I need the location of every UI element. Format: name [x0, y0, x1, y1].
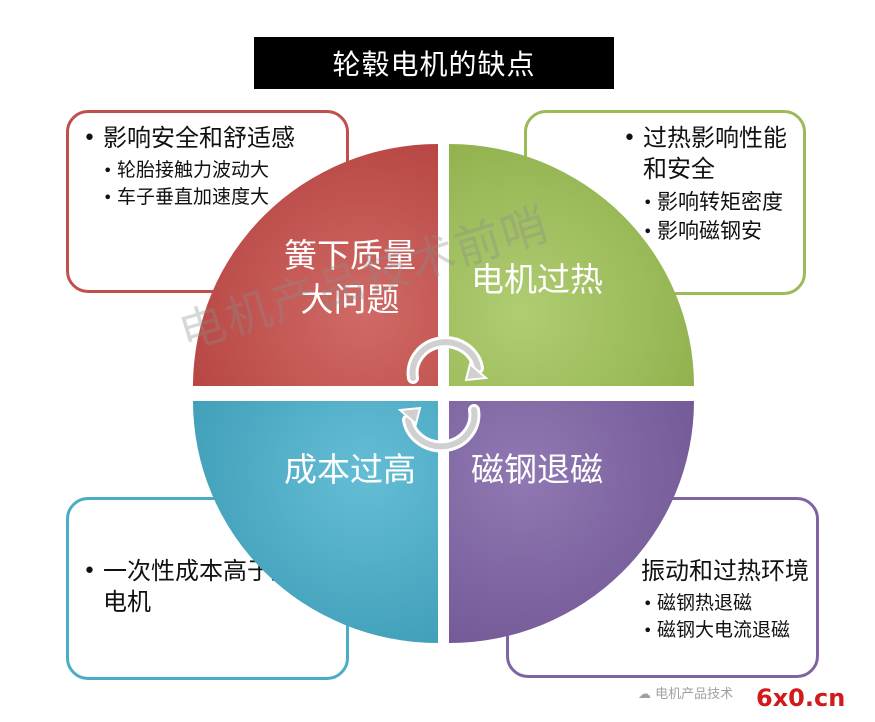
page-title: 轮毂电机的缺点	[254, 37, 614, 89]
box-bottom-right-sub-2: 磁钢大电流退磁	[641, 618, 810, 643]
quadrant-label-bottom-right: 磁钢退磁	[471, 450, 603, 489]
quadrant-top-right	[449, 144, 694, 386]
quadrant-label-bottom-left: 成本过高	[284, 450, 416, 489]
wechat-watermark: ☁ 电机产品技术	[638, 687, 734, 702]
box-bottom-right-main: 振动和过热环境	[641, 557, 809, 585]
quadrant-label-top-left: 簧下质量大问题	[284, 236, 416, 319]
box-top-right-sub-1: 影响转矩密度	[641, 189, 803, 216]
box-bottom-right: 振动和过热环境 磁钢热退磁 磁钢大电流退磁	[506, 497, 819, 678]
box-top-left-sub-1: 轮胎接触力波动大	[101, 158, 336, 183]
box-top-right-sub-2: 影响磁钢安	[641, 218, 803, 245]
quadrant-bottom-left	[193, 401, 438, 643]
box-top-right-main: 过热影响性能和安全 影响转矩密度 影响磁钢安	[623, 123, 803, 245]
quadrant-bottom-right	[449, 401, 694, 643]
brand-logo: 6x0.cn	[756, 684, 846, 712]
box-top-left-sub-2: 车子垂直加速度大	[101, 185, 336, 210]
cycle-arrows-icon	[397, 336, 489, 453]
quadrant-label-top-right: 电机过热	[471, 260, 603, 299]
quadrant-top-left	[193, 144, 438, 386]
box-top-left-main: 影响安全和舒适感 轮胎接触力波动大 车子垂直加速度大	[83, 123, 336, 210]
box-bottom-right-sub-1: 磁钢热退磁	[641, 591, 810, 616]
